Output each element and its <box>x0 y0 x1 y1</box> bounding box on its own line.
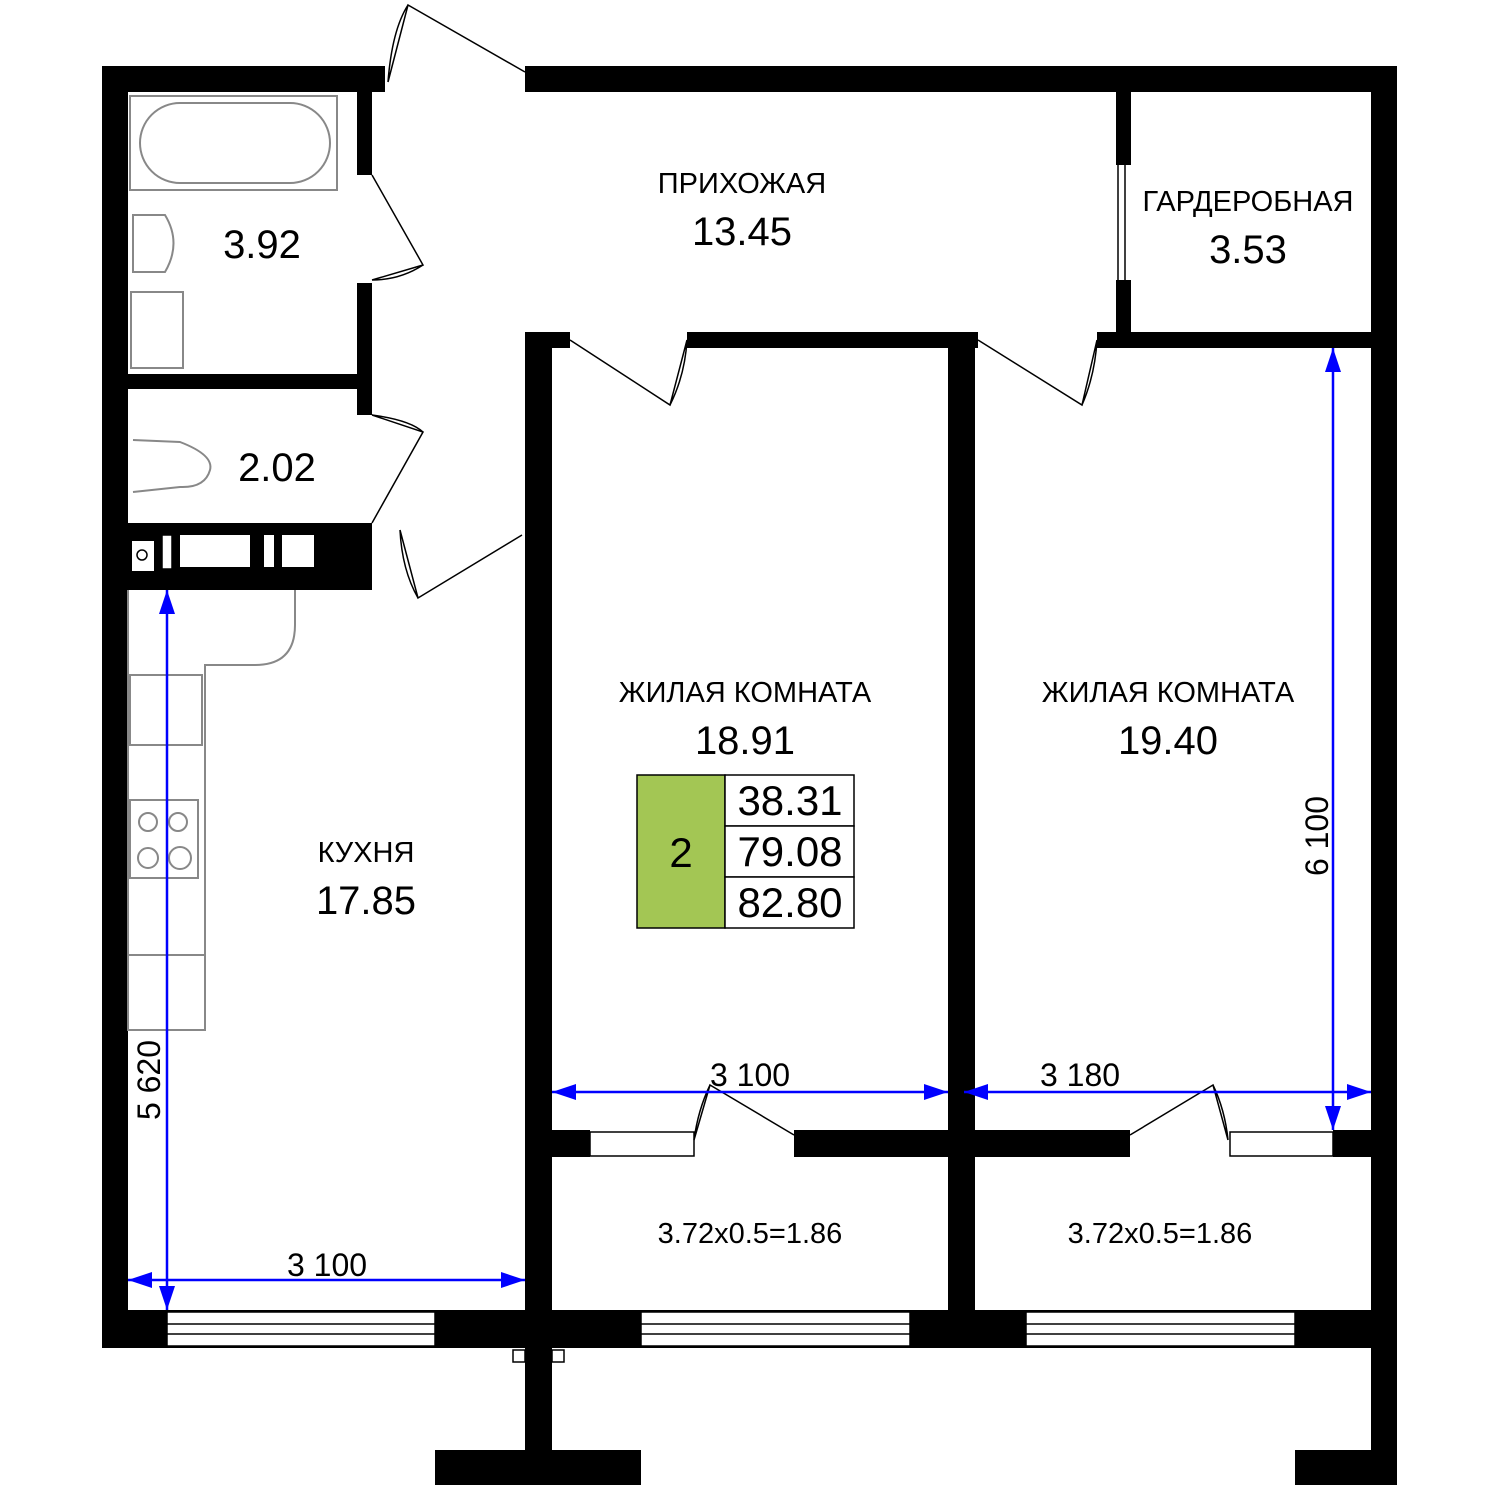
living2-area: 19.40 <box>1118 719 1218 763</box>
living2-label: ЖИЛАЯ КОМНАТА <box>1042 677 1295 709</box>
dim-living2-length: 6 100 <box>1299 796 1335 876</box>
bathroom-area: 3.92 <box>223 223 301 267</box>
doors <box>371 3 1229 1363</box>
living1-area: 18.91 <box>695 719 795 763</box>
kitchen-area: 17.85 <box>316 879 416 923</box>
dim-living2-width: 3 180 <box>1040 1057 1120 1093</box>
total-area-with-balcony: 82.80 <box>737 879 842 926</box>
windows <box>132 534 1334 1347</box>
dim-kitchen-length: 5 620 <box>131 1040 167 1120</box>
living-area-total: 38.31 <box>737 777 842 824</box>
total-area: 79.08 <box>737 828 842 875</box>
rooms-count: 2 <box>669 829 692 876</box>
dim-living1-width: 3 100 <box>710 1057 790 1093</box>
hallway-label: ПРИХОЖАЯ <box>658 168 826 200</box>
info-box: 2 38.31 79.08 82.80 <box>636 774 855 929</box>
room-labels: ПРИХОЖАЯ 13.45 ГАРДЕРОБНАЯ 3.53 3.92 2.0… <box>223 168 1353 1250</box>
dim-kitchen-width: 3 100 <box>287 1247 367 1283</box>
living1-label: ЖИЛАЯ КОМНАТА <box>619 677 872 709</box>
wardrobe-label: ГАРДЕРОБНАЯ <box>1142 186 1353 218</box>
wardrobe-area: 3.53 <box>1209 228 1287 272</box>
dimension-lines <box>128 348 1371 1310</box>
hallway-area: 13.45 <box>692 210 792 254</box>
balcony2-area: 3.72x0.5=1.86 <box>1068 1218 1253 1250</box>
kitchen-label: КУХНЯ <box>318 837 415 869</box>
balcony1-area: 3.72x0.5=1.86 <box>658 1218 843 1250</box>
toilet-area: 2.02 <box>238 446 316 490</box>
